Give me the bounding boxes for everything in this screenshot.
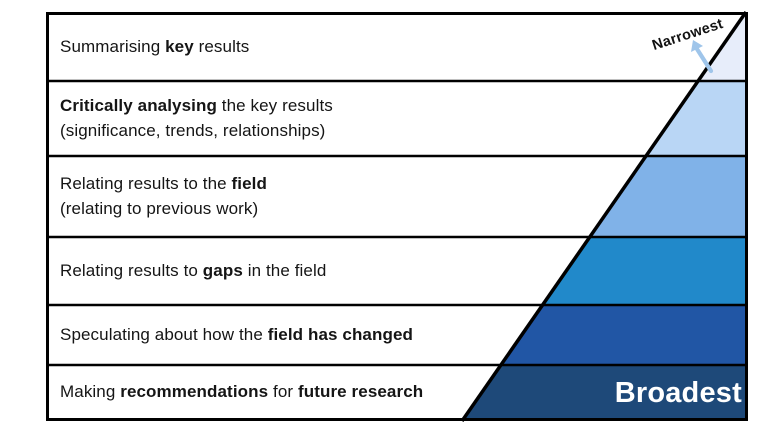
funnel-row-6: Making recommendations for future resear… xyxy=(49,365,479,420)
row-text: Relating results to the field xyxy=(60,174,267,193)
diagram-border xyxy=(46,12,748,421)
funnel-segment-2 xyxy=(646,81,745,156)
row-text: Summarising key results xyxy=(60,36,250,56)
funnel-segment-6 xyxy=(462,365,745,420)
row-text: Critically analysing the key results xyxy=(60,96,333,115)
funnel-segment-4 xyxy=(543,237,745,305)
row-text: (relating to previous work) xyxy=(60,198,259,218)
funnel-row-3: Relating results to the field (relating … xyxy=(49,156,479,237)
funnel-row-5: Speculating about how the field has chan… xyxy=(49,305,479,365)
row-text: Speculating about how the field has chan… xyxy=(60,324,413,344)
row-text: (significance, trends, relationships) xyxy=(60,120,326,140)
diagonal-line xyxy=(460,11,748,422)
funnel-row-4: Relating results to gaps in the field xyxy=(49,237,479,305)
row-text: Making recommendations for future resear… xyxy=(60,382,424,402)
curved-arrow-icon xyxy=(691,40,714,74)
funnel-row-2: Critically analysing the key results (si… xyxy=(49,81,479,156)
funnel-segment-3 xyxy=(590,156,745,237)
funnel-row-1: Summarising key results xyxy=(49,13,479,81)
broadest-label: Broadest xyxy=(614,377,742,409)
funnel-segment-5 xyxy=(501,305,745,365)
row-text: Relating results to gaps in the field xyxy=(60,260,327,280)
